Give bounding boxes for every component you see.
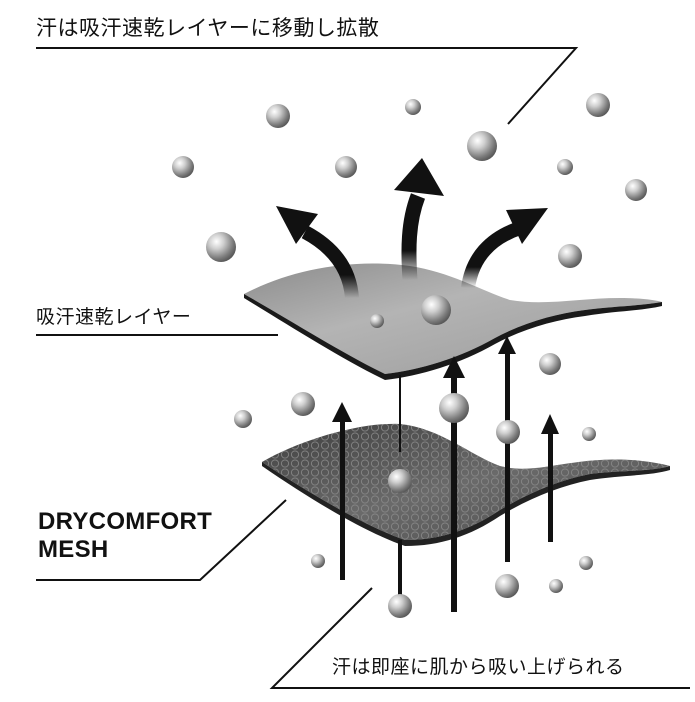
droplet	[206, 232, 236, 262]
evaporation-arrows	[276, 158, 548, 299]
droplet	[421, 295, 451, 325]
label-sweat-absorbed: 汗は即座に肌から吸い上げられる	[332, 656, 625, 678]
droplet	[539, 353, 561, 375]
sweat-droplets	[172, 93, 647, 618]
arrow-curve-left	[276, 206, 359, 299]
droplet	[625, 179, 647, 201]
mesh-leader-line	[36, 499, 287, 581]
droplet	[311, 554, 325, 568]
arrow-curve-center	[394, 158, 444, 281]
droplet	[579, 556, 593, 570]
arrow-up-4	[541, 414, 559, 542]
droplet	[291, 392, 315, 416]
droplet	[496, 420, 520, 444]
leader-lines	[36, 47, 690, 689]
bottom-leader-line	[269, 587, 690, 689]
label-absorbent-layer: 吸汗速乾レイヤー	[36, 306, 192, 328]
droplet	[388, 594, 412, 618]
arrow-base-line	[398, 540, 402, 600]
droplet	[370, 314, 384, 328]
drycomfort-mesh-layer	[262, 423, 670, 546]
label-mesh-line2: MESH	[38, 536, 109, 563]
label-sweat-diffuses: 汗は吸汗速乾レイヤーに移動し拡散	[36, 16, 380, 40]
arrow-up-2	[443, 356, 465, 612]
label-drycomfort-mesh: DRYCOMFORT MESH	[38, 508, 212, 564]
arrow-up-1	[332, 402, 352, 580]
droplet	[549, 579, 563, 593]
arrow-up-3	[498, 336, 516, 562]
label-mesh-line1: DRYCOMFORT	[38, 508, 213, 535]
droplet	[266, 104, 290, 128]
droplet	[467, 131, 497, 161]
droplet	[405, 99, 421, 115]
droplet	[335, 156, 357, 178]
arrow-curve-right	[461, 208, 548, 290]
droplet	[558, 244, 582, 268]
droplet	[388, 469, 412, 493]
droplet	[172, 156, 194, 178]
droplet	[586, 93, 610, 117]
top-leader-line	[36, 47, 579, 125]
droplet	[439, 393, 469, 423]
upward-arrows	[332, 336, 559, 612]
droplet	[234, 410, 252, 428]
droplet	[557, 159, 573, 175]
droplet	[582, 427, 596, 441]
droplet	[495, 574, 519, 598]
